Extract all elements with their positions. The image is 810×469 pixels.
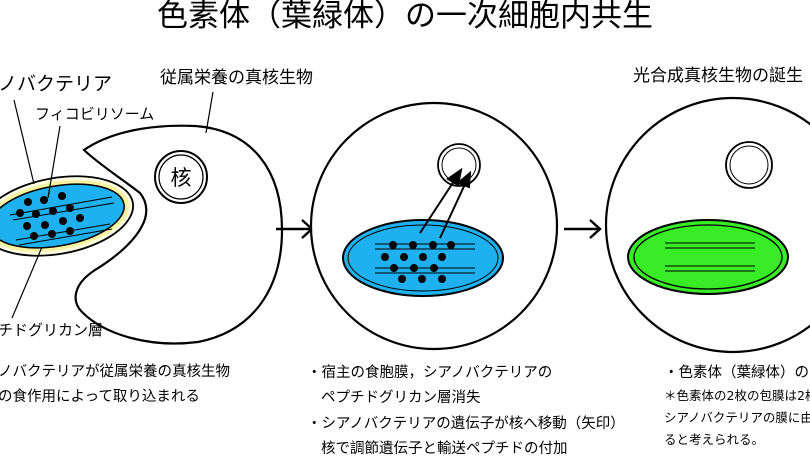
- caption-line: ると考えられる。: [664, 432, 764, 447]
- thylakoid-line: [18, 228, 113, 246]
- caption-line: シアノバクテリアの膜に由: [664, 410, 810, 425]
- nucleus-1: 核: [154, 150, 208, 204]
- leader-phycobilisome: [47, 125, 61, 199]
- cyanobacteria-label: ノバクテリア: [0, 73, 112, 95]
- stage-2-integration: [309, 101, 559, 351]
- phycobilisome-dots: [16, 192, 84, 240]
- chloroplast: [627, 219, 789, 295]
- result-label: 光合成真核生物の誕生: [633, 66, 803, 86]
- thylakoid-line: [12, 202, 115, 221]
- caption-stage-3: ・色素体（葉緑体）の ＊色素体の2枚の包膜は2枚 シアノバクテリアの膜に由 ると…: [664, 364, 810, 447]
- caption-line: ・シアノバクテリアの遺伝子が核へ移動（矢印）: [307, 415, 625, 432]
- stage-arrow-2: [564, 219, 602, 239]
- thylakoid-line: [9, 196, 113, 216]
- leader-cyanobacteria: [13, 99, 35, 185]
- gene-transfer-arrows: [419, 167, 472, 239]
- leader-host: [205, 91, 214, 134]
- caption-line: ＊色素体の2枚の包膜は2枚: [664, 388, 810, 403]
- diagram-title: 色素体（葉緑体）の一次細胞内共生: [157, 0, 653, 34]
- stage-1-engulfment: 核 ノバクテリア フィコビリソーム 従属栄養の真核生物 チドグリ: [0, 68, 313, 345]
- host-cell: [74, 124, 284, 345]
- peptidoglycan-label: チドグリカン層: [0, 321, 103, 339]
- caption-line: の食作用によって取り込まれる: [0, 388, 200, 405]
- stage-3-photosynthetic-eukaryote: 光合成真核生物の誕生: [604, 66, 810, 354]
- caption-line: ペプチドグリカン層消失: [321, 389, 481, 406]
- cyanobacterium: [0, 175, 135, 257]
- host-label: 従属栄養の真核生物: [160, 68, 313, 88]
- caption-stage-2: ・宿主の食胞膜，シアノバクテリアの ペプチドグリカン層消失 ・シアノバクテリアの…: [307, 364, 625, 457]
- phycobilisome-label: フィコビリソーム: [35, 105, 154, 123]
- caption-line: ・宿主の食胞膜，シアノバクテリアの: [307, 364, 552, 381]
- caption-line: ・色素体（葉緑体）の: [664, 364, 809, 381]
- leader-peptidoglycan: [11, 246, 43, 319]
- nucleus-3: [725, 141, 773, 189]
- caption-stage-1: ノバクテリアが従属栄養の真核生物 の食作用によって取り込まれる: [0, 362, 230, 405]
- nucleus-label: 核: [171, 166, 192, 190]
- endosymbiont: [342, 219, 504, 297]
- caption-line: 核で調節遺伝子と輸送ペプチドの付加: [321, 439, 568, 457]
- caption-line: ノバクテリアが従属栄養の真核生物: [0, 362, 230, 380]
- phycobilisome-dots: [381, 241, 455, 283]
